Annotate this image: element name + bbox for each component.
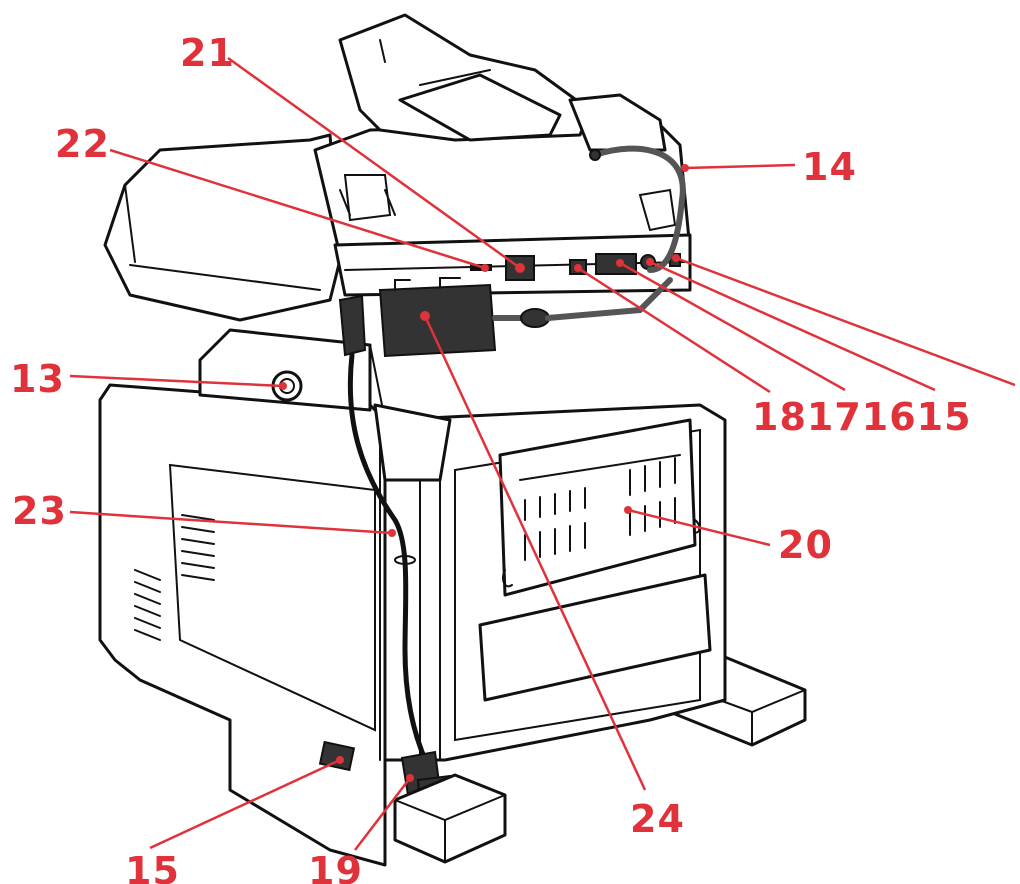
callout-group-18-17-16-15: 18171615	[752, 395, 972, 439]
callout-13: 13	[10, 357, 65, 401]
callout-22: 22	[55, 122, 110, 166]
callout-14: 14	[802, 145, 857, 189]
leader-16	[650, 262, 935, 390]
callout-19: 19	[308, 849, 363, 884]
document-feeder	[340, 15, 665, 150]
leader-17	[620, 263, 845, 390]
port-17	[596, 254, 636, 274]
callout-20: 20	[778, 523, 833, 567]
callout-24: 24	[630, 797, 685, 841]
callout-23: 23	[12, 489, 67, 533]
leader-15-top	[676, 258, 1015, 385]
lower-left-body	[100, 385, 385, 865]
callout-15: 15	[125, 849, 180, 884]
callout-21: 21	[180, 31, 235, 75]
printer-illustration	[100, 15, 805, 865]
leader-14	[685, 165, 795, 168]
